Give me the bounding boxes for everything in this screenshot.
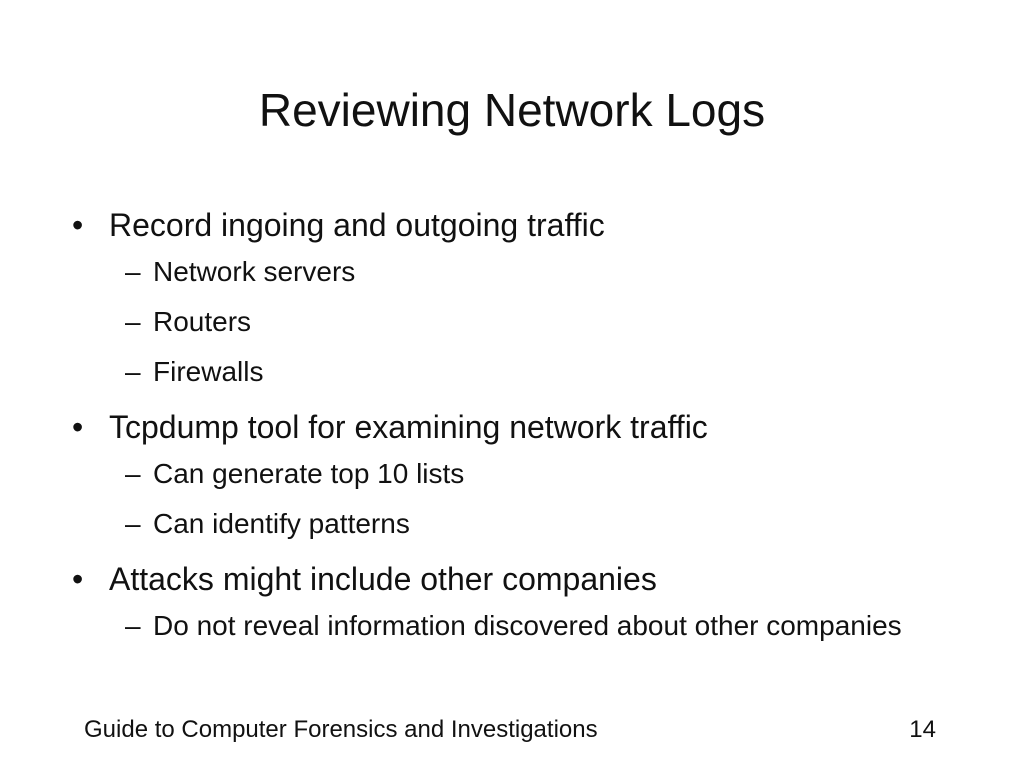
sub-bullet-item: – Can generate top 10 lists — [72, 454, 952, 494]
sub-list-container: – Do not reveal information discovered a… — [72, 606, 952, 646]
bullet-item: • Tcpdump tool for examining network tra… — [72, 402, 952, 452]
sub-bullet-text: Can generate top 10 lists — [153, 458, 465, 489]
sub-bullet-text: Routers — [153, 306, 252, 337]
bullet-text: Tcpdump tool for examining network traff… — [109, 409, 708, 445]
sub-bullet-text: Network servers — [153, 256, 356, 287]
slide-title: Reviewing Network Logs — [258, 84, 766, 136]
sub-bullet-text: Can identify patterns — [153, 508, 410, 539]
sub-list-container: – Network servers – Routers – Firewalls — [72, 252, 952, 392]
sub-list-container: – Can generate top 10 lists – Can identi… — [72, 454, 952, 544]
footer-course-title: Guide to Computer Forensics and Investig… — [84, 716, 598, 743]
bullet-marker: • — [72, 207, 84, 243]
sub-bullet-item: – Routers — [72, 302, 952, 342]
sub-bullet-text: Firewalls — [153, 356, 264, 387]
bullet-marker: • — [72, 561, 84, 597]
bullet-text: Attacks might include other companies — [109, 561, 657, 597]
sub-bullet-text: Do not reveal information discovered abo… — [153, 610, 902, 641]
sub-bullet-list: – Do not reveal information discovered a… — [72, 606, 952, 646]
sub-bullet-list: – Can generate top 10 lists – Can identi… — [72, 454, 952, 544]
sub-bullet-list: – Network servers – Routers – Firewalls — [72, 252, 952, 392]
bullet-item: • Attacks might include other companies — [72, 554, 952, 604]
sub-bullet-marker: – — [125, 508, 141, 539]
bullet-list: • Record ingoing and outgoing traffic – … — [72, 200, 952, 656]
sub-bullet-item: – Network servers — [72, 252, 952, 292]
sub-bullet-marker: – — [125, 306, 141, 337]
sub-bullet-item: – Firewalls — [72, 352, 952, 392]
footer-page-number: 14 — [909, 716, 936, 743]
sub-bullet-marker: – — [125, 256, 141, 287]
bullet-text: Record ingoing and outgoing traffic — [109, 207, 605, 243]
sub-bullet-item: – Do not reveal information discovered a… — [72, 606, 923, 646]
bullet-marker: • — [72, 409, 84, 445]
sub-bullet-item: – Can identify patterns — [72, 504, 952, 544]
bullet-item: • Record ingoing and outgoing traffic — [72, 200, 952, 250]
sub-bullet-marker: – — [125, 610, 141, 641]
sub-bullet-marker: – — [125, 458, 141, 489]
sub-bullet-marker: – — [125, 356, 141, 387]
